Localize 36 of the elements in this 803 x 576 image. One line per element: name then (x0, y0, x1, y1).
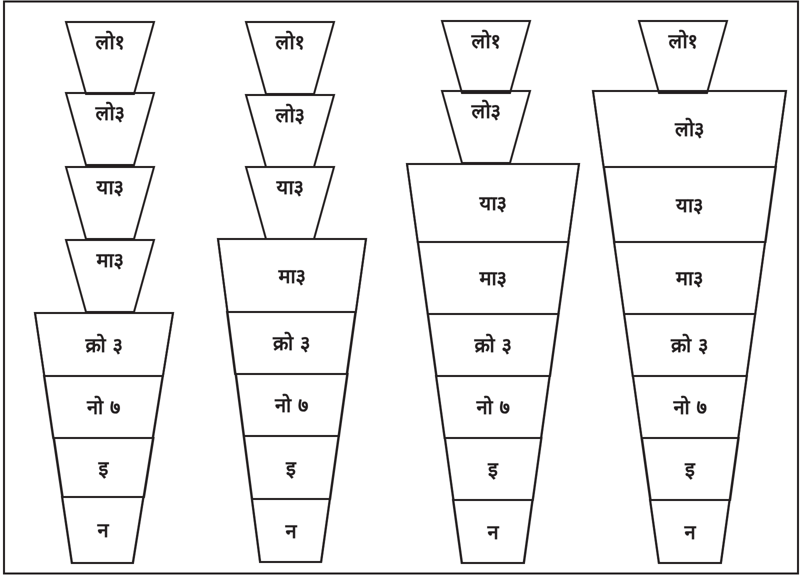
funnel-band: मा३ (614, 242, 766, 314)
funnel-band: न (650, 500, 730, 563)
cup: लो१ (639, 21, 727, 93)
funnel-band: इ (54, 438, 153, 497)
cup: मा३ (66, 240, 154, 312)
cup: लो३ (442, 91, 530, 163)
funnel (407, 164, 579, 563)
funnel-band: लो३ (593, 91, 786, 167)
cup: लो१ (442, 21, 530, 93)
funnel-band: मा३ (218, 239, 366, 312)
funnel-band: मा३ (418, 242, 568, 314)
funnel-band: क्रो ३ (428, 314, 558, 376)
funnel-band: इ (642, 438, 738, 500)
cup: लो३ (246, 95, 334, 167)
funnel (35, 313, 173, 563)
funnel-band: न (453, 500, 533, 563)
funnel-band: क्रो ३ (624, 314, 756, 376)
funnel (593, 91, 786, 563)
cup: या३ (66, 167, 154, 239)
funnel-band: या३ (604, 167, 776, 242)
cup: या३ (246, 167, 334, 239)
funnel-band: नो ७ (236, 374, 348, 436)
cup: लो१ (246, 22, 334, 94)
cup: लो१ (66, 22, 154, 94)
funnel-band: क्रो ३ (227, 312, 356, 374)
funnel-band: क्रो ३ (35, 313, 173, 376)
funnel-band: या३ (407, 164, 579, 242)
funnel-band: इ (444, 438, 542, 500)
funnel-band: न (252, 499, 330, 562)
cup: लो३ (66, 93, 154, 165)
funnel-band: नो ७ (44, 376, 163, 438)
funnel-band: नो ७ (436, 376, 550, 438)
funnel-band: नो ७ (632, 376, 747, 438)
funnel-band: न (62, 497, 144, 563)
funnel-band: इ (244, 436, 339, 499)
funnel (218, 239, 366, 562)
